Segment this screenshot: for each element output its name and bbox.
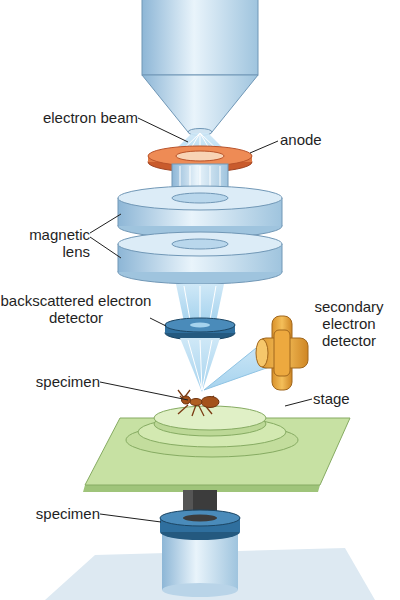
probe-cone <box>202 340 212 390</box>
leader-lines <box>100 382 188 400</box>
electron-gun <box>142 75 258 132</box>
secondary-detector <box>256 339 268 367</box>
part-label: specimen <box>20 373 100 390</box>
part-label: backscattered electron detector <box>0 292 152 326</box>
part-label: anode <box>280 131 350 148</box>
ant-specimen <box>178 405 188 414</box>
ant-specimen <box>192 405 196 416</box>
anode-ring <box>148 146 252 166</box>
electron-gun <box>142 0 258 75</box>
backscattered-detector <box>190 323 210 328</box>
focused-beam <box>176 284 224 322</box>
focused-beam <box>184 286 216 320</box>
magnetic-lens-lower <box>282 244 283 272</box>
leader-lines <box>150 318 166 326</box>
leader-lines <box>100 514 161 522</box>
leader-lines <box>90 214 121 233</box>
part-label: electron beam <box>20 109 138 126</box>
probe-cone <box>200 340 202 390</box>
magnetic-lens-upper <box>282 198 283 226</box>
leader-lines <box>90 118 312 522</box>
leader-lines <box>138 118 188 142</box>
anode-ring <box>176 151 224 161</box>
magnetic-lens-lower <box>118 232 282 284</box>
backscattered-detector <box>165 318 235 332</box>
secondary-detector <box>272 316 292 390</box>
part-label: stage <box>313 390 383 407</box>
leader-lines <box>285 399 312 406</box>
electron-gun <box>142 0 258 136</box>
ant-specimen <box>190 399 202 406</box>
backscattered-detector <box>165 318 235 340</box>
part-label: secondary electron detector <box>300 298 398 349</box>
secondary-cone <box>204 340 272 390</box>
probe-cone <box>188 340 212 390</box>
probe-cone <box>188 340 202 390</box>
leader-lines <box>250 141 278 153</box>
magnetic-lens-lower <box>172 239 228 249</box>
magnetic-lens-lower <box>118 244 119 272</box>
ant-specimen <box>178 390 219 416</box>
support-column <box>162 534 238 590</box>
magnetic-lens-upper <box>172 193 228 203</box>
part-label: magnetic lens <box>14 226 90 260</box>
focused-beam <box>176 284 224 322</box>
leader-lines <box>90 237 121 258</box>
support-column <box>160 510 240 526</box>
secondary-detector <box>256 316 308 390</box>
ant-specimen <box>201 397 219 408</box>
focused-beam <box>200 286 201 320</box>
magnetic-lens-lower <box>118 232 282 256</box>
part-label: specimen <box>20 505 100 522</box>
secondary-cone <box>204 340 272 390</box>
magnetic-lens-upper <box>118 186 282 210</box>
stage-discs <box>154 406 266 430</box>
secondary-detector <box>274 330 290 376</box>
magnetic-lens-upper <box>118 186 282 238</box>
magnetic-lens-upper <box>118 198 119 226</box>
focused-beam <box>210 286 216 320</box>
focused-beam <box>184 286 190 320</box>
support-column <box>162 583 238 597</box>
support-column <box>160 490 240 597</box>
support-column <box>183 515 217 522</box>
